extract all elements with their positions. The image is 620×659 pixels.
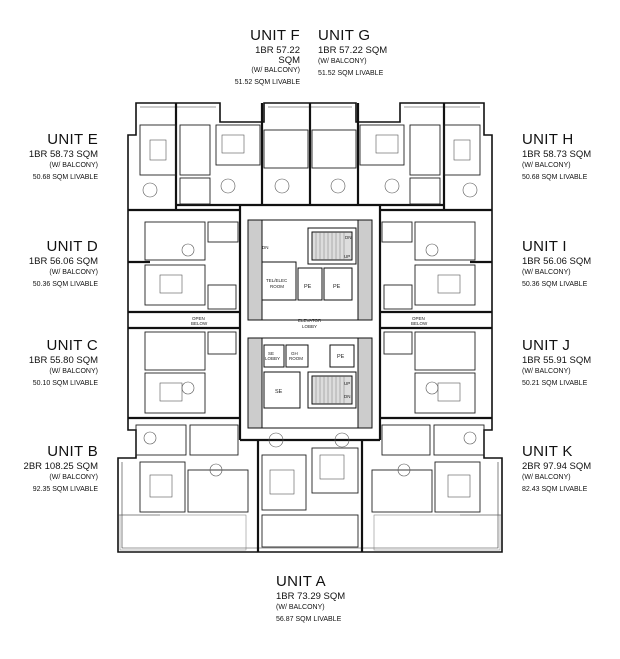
unit-name: UNIT H (522, 131, 574, 148)
se-lobby-label-1: SE (268, 351, 274, 356)
unit-j-label: UNIT J 1BR 55.91 SQM (W/ BALCONY) 50.21 … (522, 338, 591, 387)
unit-d-label: UNIT D 1BR 56.06 SQM (W/ BALCONY) 50.36 … (20, 239, 98, 288)
unit-name: UNIT F (250, 27, 300, 44)
unit-size: 1BR 55.91 SQM (522, 355, 592, 366)
unit-k-label: UNIT K 2BR 97.94 SQM (W/ BALCONY) 82.43 … (522, 444, 591, 493)
unit-g-label: UNIT G 1BR 57.22 SQM (W/ BALCONY) 51.52 … (318, 28, 387, 77)
unit-balcony: (W/ BALCONY) (49, 367, 98, 375)
unit-livable: 50.68 SQM LIVABLE (522, 173, 588, 181)
unit-size: 1BR 55.80 SQM (28, 355, 98, 366)
unit-size: 2BR 97.94 SQM (522, 461, 592, 472)
open-below-left-1: OPEN (192, 316, 205, 321)
dn-label-3: DN (344, 394, 351, 399)
dn-label-2: DN (345, 235, 352, 240)
unit-livable: 50.36 SQM LIVABLE (522, 280, 588, 288)
unit-f-label: UNIT F 1BR 57.22 SQM (W/ BALCONY) 51.52 … (232, 28, 300, 86)
unit-balcony: (W/ BALCONY) (276, 603, 325, 611)
elevator-lobby-label-1: ELEVATOR (298, 318, 322, 323)
unit-name: UNIT G (318, 27, 371, 44)
unit-size: 1BR 57.22 SQM (255, 45, 300, 66)
unit-livable: 50.10 SQM LIVABLE (32, 379, 98, 387)
up-label-1: UP (344, 254, 350, 259)
unit-size: 1BR 73.29 SQM (276, 591, 346, 602)
unit-name: UNIT C (46, 337, 98, 354)
unit-livable: 51.52 SQM LIVABLE (318, 69, 384, 77)
unit-c-label: UNIT C 1BR 55.80 SQM (W/ BALCONY) 50.10 … (20, 338, 98, 387)
pe-label-3: PE (337, 354, 345, 360)
unit-balcony: (W/ BALCONY) (49, 268, 98, 276)
unit-size: 1BR 56.06 SQM (522, 256, 592, 267)
unit-balcony: (W/ BALCONY) (522, 367, 571, 375)
unit-i-label: UNIT I 1BR 56.06 SQM (W/ BALCONY) 50.36 … (522, 239, 591, 288)
unit-balcony: (W/ BALCONY) (522, 268, 571, 276)
unit-livable: 82.43 SQM LIVABLE (522, 485, 588, 493)
unit-a-label: UNIT A 1BR 73.29 SQM (W/ BALCONY) 56.87 … (276, 574, 345, 623)
balcony-hatch-right (373, 514, 501, 551)
unit-livable: 56.87 SQM LIVABLE (276, 615, 342, 623)
unit-size: 1BR 58.73 SQM (28, 149, 98, 160)
up-label-2: UP (344, 381, 350, 386)
room-walls (135, 124, 485, 548)
unit-livable: 50.36 SQM LIVABLE (32, 280, 98, 288)
unit-livable: 50.21 SQM LIVABLE (522, 379, 588, 387)
tel-elec-label-2: ROOM (270, 284, 284, 289)
unit-size: 1BR 56.06 SQM (28, 256, 98, 267)
unit-livable: 50.68 SQM LIVABLE (32, 173, 98, 181)
gh-room-label-2: ROOM (289, 356, 303, 361)
unit-h-label: UNIT H 1BR 58.73 SQM (W/ BALCONY) 50.68 … (522, 132, 591, 181)
open-below-right-2: BELOW (411, 321, 428, 326)
unit-size: 1BR 57.22 SQM (318, 45, 388, 56)
pe-label-2: PE (333, 284, 341, 290)
unit-name: UNIT K (522, 443, 573, 460)
gh-room-label-1: GH (291, 351, 298, 356)
unit-b-label: UNIT B 2BR 108.25 SQM (W/ BALCONY) 92.35… (10, 444, 98, 493)
unit-balcony: (W/ BALCONY) (318, 57, 367, 65)
open-below-left-2: BELOW (191, 321, 208, 326)
unit-livable: 51.52 SQM LIVABLE (234, 79, 300, 86)
unit-balcony: (W/ BALCONY) (49, 161, 98, 169)
unit-livable: 92.35 SQM LIVABLE (32, 485, 98, 493)
unit-e-label: UNIT E 1BR 58.73 SQM (W/ BALCONY) 50.68 … (20, 132, 98, 181)
pe-label-1: PE (304, 284, 312, 290)
unit-balcony: (W/ BALCONY) (522, 161, 571, 169)
unit-name: UNIT I (522, 238, 567, 255)
unit-balcony: (W/ BALCONY) (49, 473, 98, 481)
unit-balcony: (W/ BALCONY) (251, 67, 300, 74)
unit-size: 1BR 58.73 SQM (522, 149, 592, 160)
balcony-hatch-left (119, 514, 247, 551)
unit-walls (128, 103, 492, 552)
elevator-lobby-label-2: LOBBY (302, 324, 317, 329)
unit-name: UNIT D (46, 238, 98, 255)
unit-balcony: (W/ BALCONY) (522, 473, 571, 481)
unit-name: UNIT J (522, 337, 571, 354)
tel-elec-label-1: TEL/ELEC (266, 278, 288, 283)
unit-size: 2BR 108.25 SQM (23, 461, 98, 472)
open-below-right-1: OPEN (412, 316, 425, 321)
unit-name: UNIT B (47, 443, 98, 460)
unit-name: UNIT A (276, 573, 326, 590)
dn-label-1: DN (262, 245, 269, 250)
unit-name: UNIT E (47, 131, 98, 148)
furniture (142, 134, 478, 498)
se-label: SE (275, 389, 283, 395)
se-lobby-label-2: LOBBY (265, 356, 280, 361)
plan-labels: DN DN UP TEL/ELEC ROOM PE PE ELEVATOR LO… (191, 235, 428, 399)
